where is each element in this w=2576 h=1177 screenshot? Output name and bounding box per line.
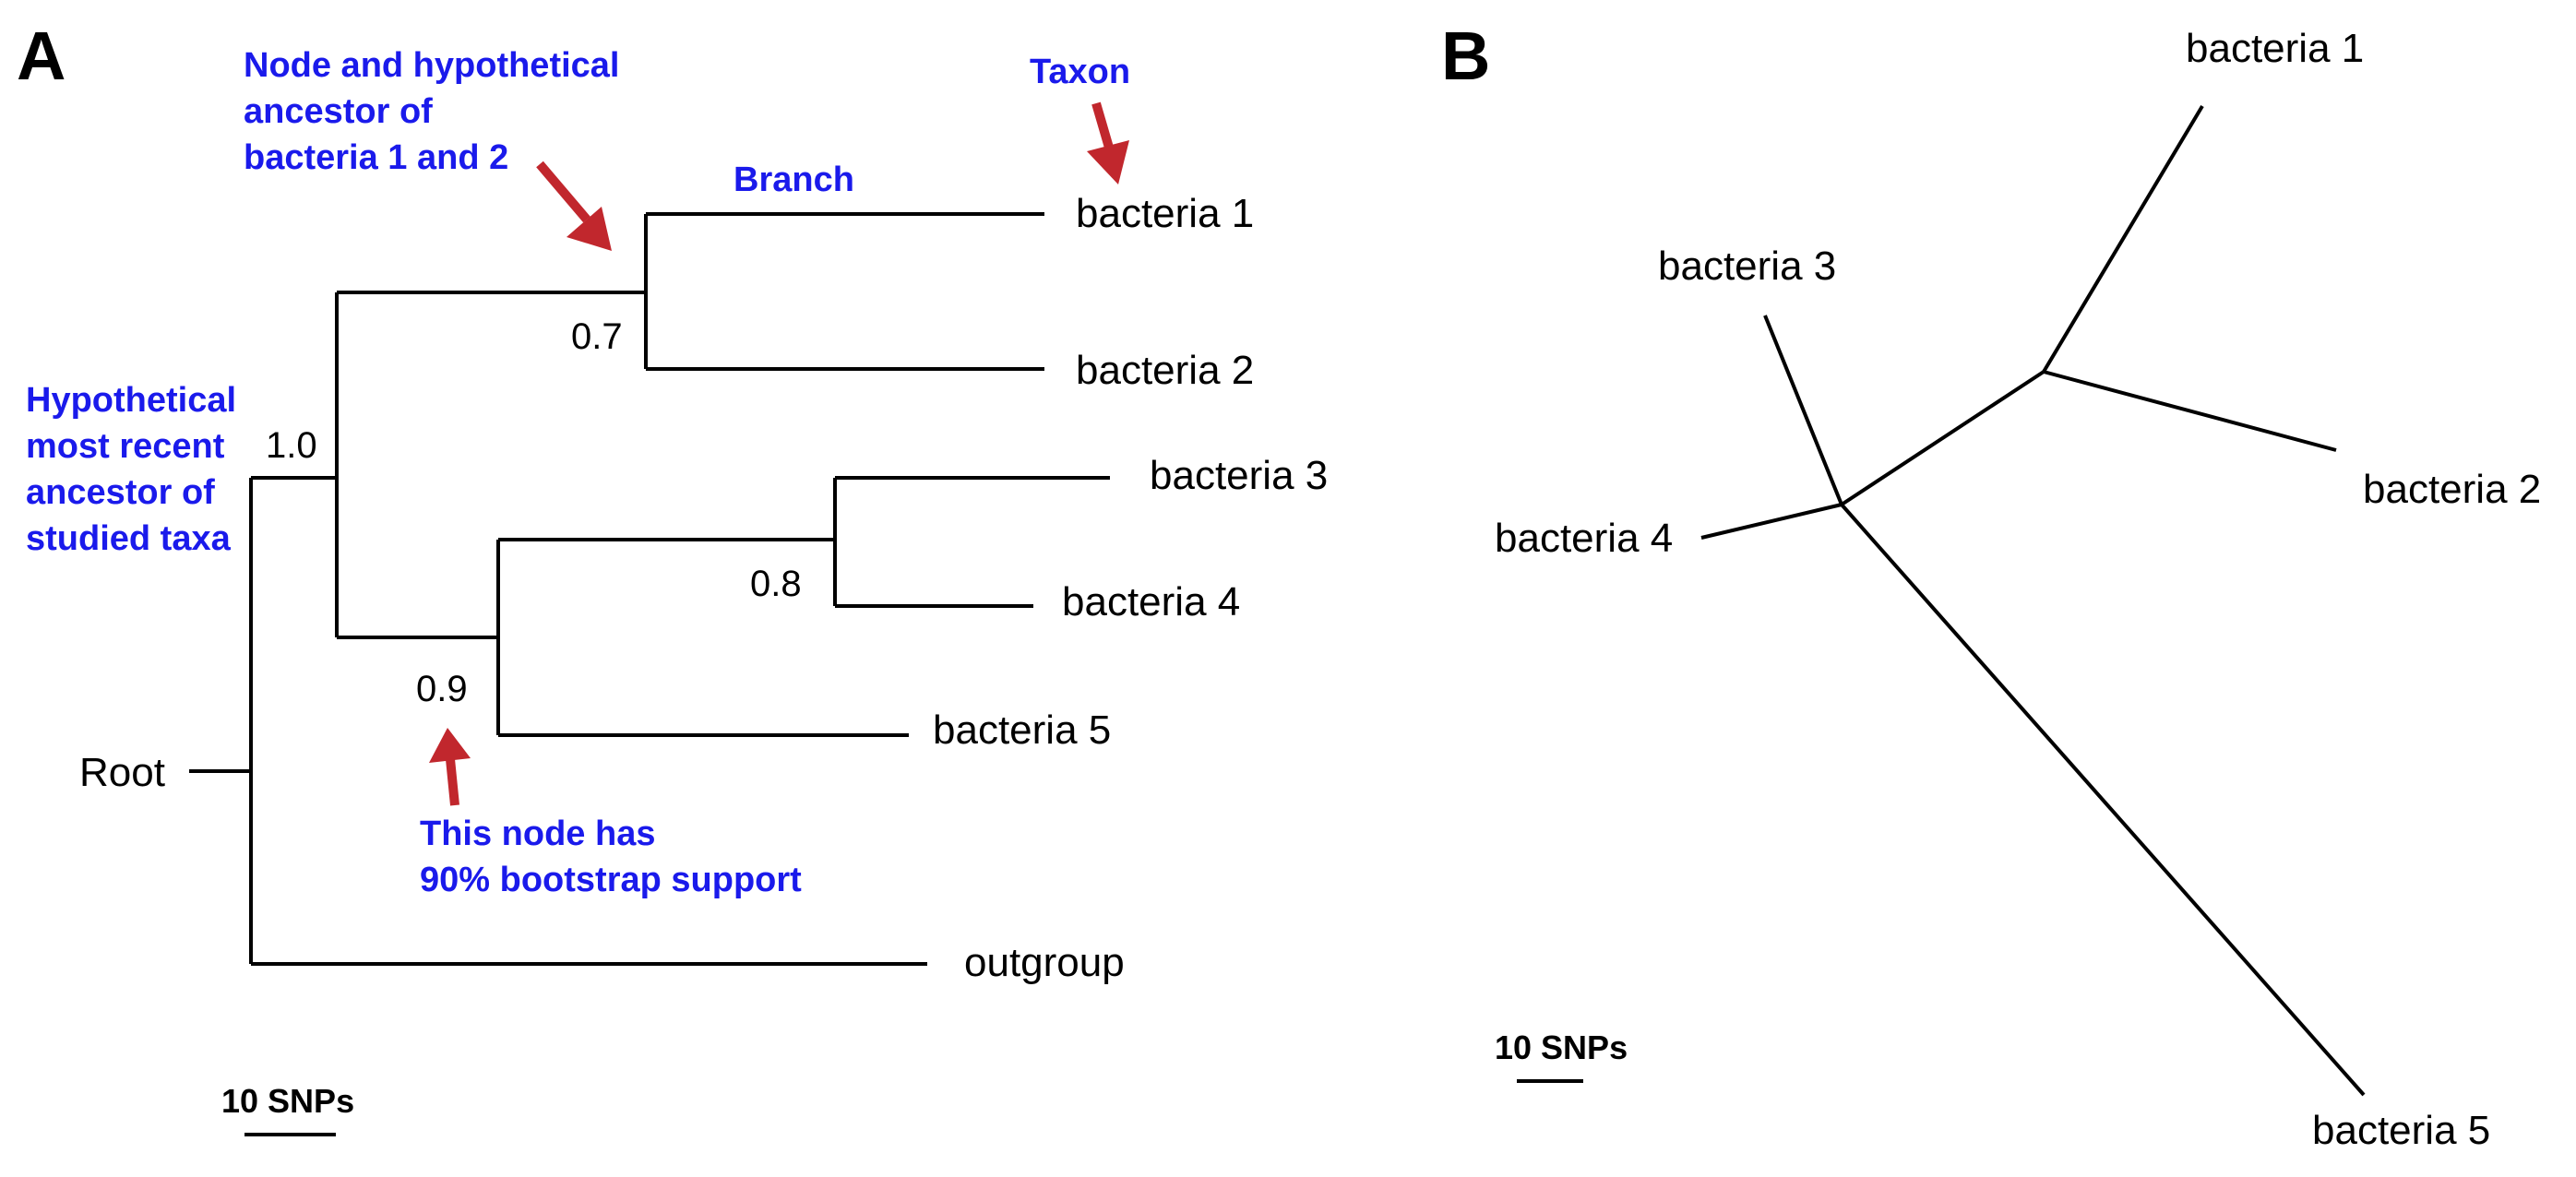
scale-bar-a: 10 SNPs — [221, 1082, 354, 1136]
unrooted-tree-branches — [1700, 104, 2366, 1097]
taxon-label-bacteria-2: bacteria 2 — [1076, 348, 1254, 393]
annotation-bootstrap: This node has 90% bootstrap support — [420, 814, 802, 899]
unrooted-taxon-label-bacteria-1: bacteria 1 — [2186, 26, 2364, 71]
arrow-to-bootstrap-node — [429, 728, 471, 806]
taxon-label-bacteria-5: bacteria 5 — [933, 707, 1111, 753]
unrooted-bacteria-4-branch — [1700, 503, 1843, 540]
support-value-node-3-4: 0.8 — [750, 564, 802, 604]
scale-bar-b-label: 10 SNPs — [1495, 1028, 1628, 1066]
annotation-recent-ancestor: Hypothetical most recent ancestor of stu… — [26, 381, 246, 558]
panel-a: A bacteria 1 bacteria 2 bacteria 3 bacte… — [17, 18, 1328, 1136]
support-value-node-3-4-5: 0.9 — [416, 669, 468, 709]
arrow-to-node-1-2 — [536, 160, 612, 251]
unrooted-taxon-label-bacteria-3: bacteria 3 — [1658, 244, 1836, 289]
panel-b-letter: B — [1441, 18, 1490, 94]
unrooted-bacteria-3-branch — [1763, 315, 1843, 505]
unrooted-internal-branch — [1840, 370, 2045, 506]
unrooted-taxon-label-bacteria-5: bacteria 5 — [2312, 1108, 2490, 1153]
unrooted-taxon-label-bacteria-2: bacteria 2 — [2363, 467, 2541, 512]
rooted-tree-branches — [189, 212, 1110, 966]
annotation-taxon: Taxon — [1030, 53, 1130, 91]
annotation-branch: Branch — [733, 160, 854, 199]
taxon-label-bacteria-1: bacteria 1 — [1076, 191, 1254, 236]
panel-a-letter: A — [17, 18, 66, 94]
taxon-label-bacteria-3: bacteria 3 — [1150, 453, 1328, 498]
unrooted-bacteria-5-branch — [1840, 503, 2366, 1097]
unrooted-bacteria-2-branch — [2043, 370, 2337, 452]
panel-b: B bacteria 1 bacteria 2 bacteria 3 bacte… — [1441, 18, 2541, 1153]
scale-bar-a-label: 10 SNPs — [221, 1082, 354, 1120]
unrooted-bacteria-1-branch — [2042, 104, 2204, 374]
scale-bar-b: 10 SNPs — [1495, 1028, 1628, 1083]
taxon-label-bacteria-4: bacteria 4 — [1062, 579, 1240, 624]
annotation-node-ancestor: Node and hypothetical ancestor of bacter… — [244, 46, 629, 177]
support-value-node-1-2: 0.7 — [571, 316, 623, 357]
unrooted-taxon-label-bacteria-4: bacteria 4 — [1495, 516, 1673, 561]
arrow-to-taxon — [1087, 101, 1129, 184]
taxon-label-outgroup: outgroup — [964, 940, 1125, 985]
root-label: Root — [79, 750, 165, 795]
support-value-node-all: 1.0 — [266, 425, 317, 466]
